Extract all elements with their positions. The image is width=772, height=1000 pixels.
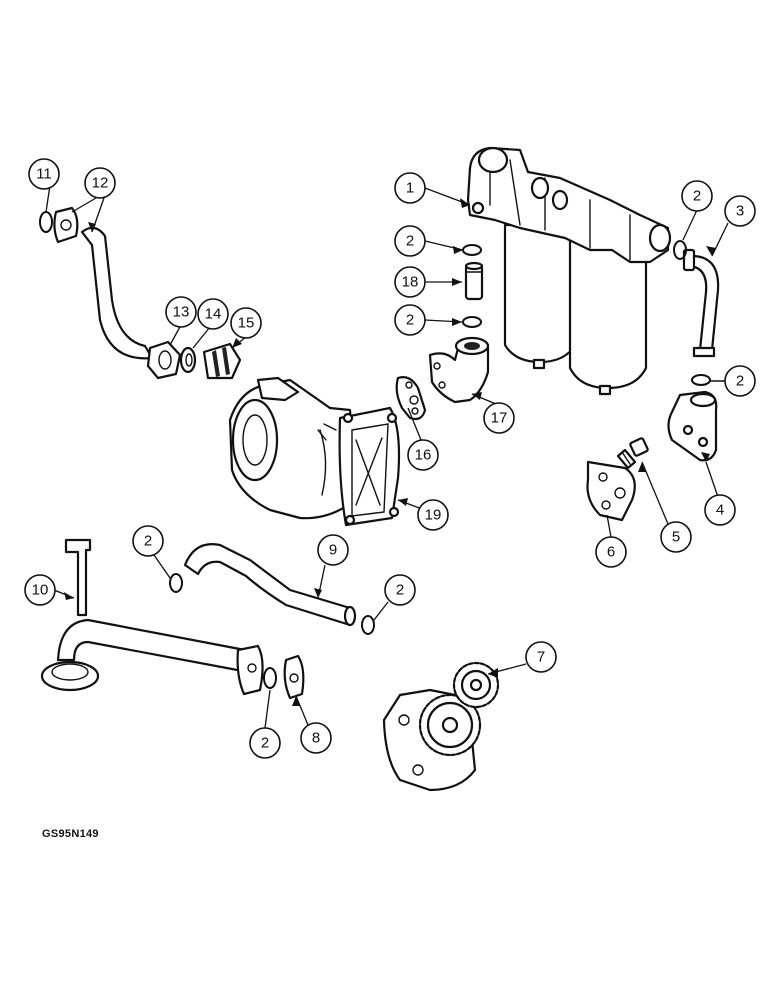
part-14-washer <box>179 346 197 374</box>
callout-12: 12 <box>84 167 116 199</box>
o-ring <box>691 374 711 386</box>
svg-text:11: 11 <box>36 166 52 183</box>
svg-text:12: 12 <box>92 175 109 192</box>
part-17-elbow <box>428 336 490 404</box>
callout-7: 7 <box>525 641 557 673</box>
callout-11: 11 <box>28 158 60 190</box>
svg-text:8: 8 <box>312 730 320 747</box>
callout-3: 3 <box>724 195 756 227</box>
part-5-bolt <box>616 437 649 470</box>
callout-4: 4 <box>704 494 736 526</box>
svg-text:2: 2 <box>144 533 152 550</box>
svg-text:13: 13 <box>173 304 190 321</box>
part-9-tube <box>183 543 357 627</box>
svg-text:2: 2 <box>693 188 701 205</box>
callout-2d: 2 <box>724 365 756 397</box>
o-ring <box>673 240 687 260</box>
part-4-adapter <box>667 390 718 462</box>
callout-10: 10 <box>24 574 56 606</box>
svg-text:3: 3 <box>736 203 744 220</box>
part-10-pickup-tube <box>40 538 264 696</box>
svg-text:5: 5 <box>672 529 680 546</box>
part-3-return-tube <box>682 248 720 358</box>
callout-2g: 2 <box>249 727 281 759</box>
callout-5: 5 <box>660 521 692 553</box>
part-1-filter-assembly <box>466 146 672 396</box>
callout-19: 19 <box>417 499 449 531</box>
svg-text:16: 16 <box>415 447 432 464</box>
callout-2e: 2 <box>132 525 164 557</box>
callout-15: 15 <box>230 307 262 339</box>
svg-text:2: 2 <box>261 735 269 752</box>
callout-2c: 2 <box>681 180 713 212</box>
callout-2a: 2 <box>394 225 426 257</box>
o-ring <box>169 573 183 593</box>
callout-1: 1 <box>394 172 426 204</box>
callout-18: 18 <box>394 266 426 298</box>
callout-16: 16 <box>407 439 439 471</box>
callout-6: 6 <box>595 536 627 568</box>
part-13-nut <box>146 340 182 380</box>
svg-text:14: 14 <box>205 306 222 323</box>
part-6-gasket <box>586 460 636 522</box>
callout-14: 14 <box>197 298 229 330</box>
svg-text:10: 10 <box>32 582 49 599</box>
svg-text:17: 17 <box>491 410 508 427</box>
svg-text:4: 4 <box>716 502 724 519</box>
arrowheads <box>64 198 716 706</box>
svg-text:18: 18 <box>402 274 419 291</box>
part-8-gasket <box>283 654 305 700</box>
part-7-oil-pump <box>382 661 500 792</box>
svg-text:2: 2 <box>396 582 404 599</box>
callout-13: 13 <box>165 296 197 328</box>
part-18-sleeve <box>464 261 484 301</box>
o-ring <box>462 244 482 256</box>
part-11-12-hose-flange <box>39 206 154 360</box>
callout-2b: 2 <box>394 304 426 336</box>
callout-2f: 2 <box>384 574 416 606</box>
svg-text:9: 9 <box>329 542 337 559</box>
svg-text:2: 2 <box>406 233 414 250</box>
svg-text:1: 1 <box>406 180 414 197</box>
callout-8: 8 <box>300 722 332 754</box>
part-16-gasket <box>395 376 427 421</box>
svg-text:2: 2 <box>736 373 744 390</box>
svg-text:19: 19 <box>425 507 442 524</box>
svg-text:15: 15 <box>238 315 255 332</box>
o-ring <box>263 667 277 689</box>
o-ring <box>462 316 482 328</box>
part-15-fitting <box>202 342 242 380</box>
figure-reference-code: GS95N149 <box>42 828 99 840</box>
svg-text:7: 7 <box>537 649 545 666</box>
svg-text:2: 2 <box>406 312 414 329</box>
svg-text:6: 6 <box>607 544 615 561</box>
callout-9: 9 <box>317 534 349 566</box>
part-19-housing <box>228 376 401 527</box>
o-ring <box>361 615 375 635</box>
callout-17: 17 <box>483 402 515 434</box>
